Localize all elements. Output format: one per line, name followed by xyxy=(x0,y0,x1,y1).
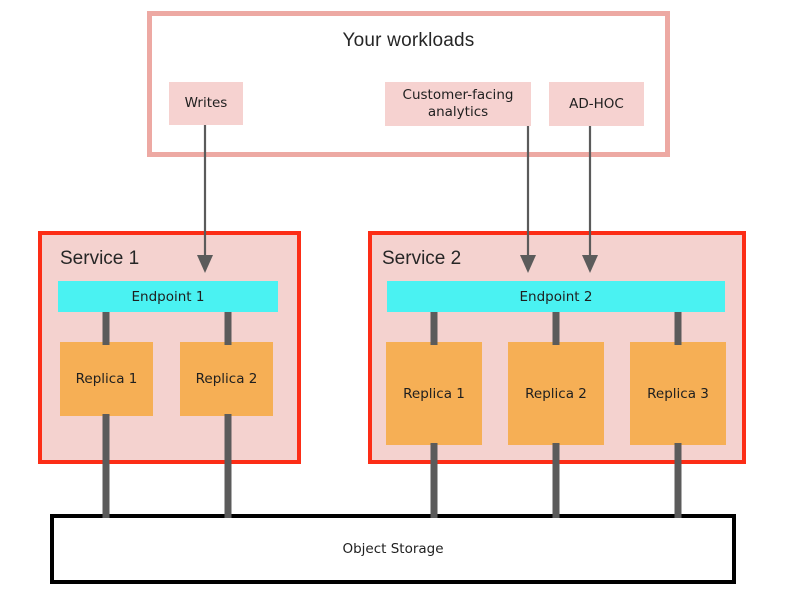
workload-chip-customer-facing-analytics[interactable]: Customer-facing analytics xyxy=(385,82,531,126)
service-1-endpoint[interactable]: Endpoint 1 xyxy=(58,281,278,312)
service-1-replica-2[interactable]: Replica 2 xyxy=(180,342,273,416)
service-2-endpoint[interactable]: Endpoint 2 xyxy=(387,281,725,312)
object-storage-container: Object Storage xyxy=(50,514,736,584)
workload-chip-writes[interactable]: Writes xyxy=(169,82,243,125)
service-2-replica-2[interactable]: Replica 2 xyxy=(508,342,604,445)
workload-chip-ad-hoc[interactable]: AD-HOC xyxy=(549,82,644,126)
workloads-title: Your workloads xyxy=(342,30,475,51)
service-2-replica-1[interactable]: Replica 1 xyxy=(386,342,482,445)
service-1-title: Service 1 xyxy=(60,248,140,269)
service-2-title: Service 2 xyxy=(382,248,462,269)
service-1-replica-1[interactable]: Replica 1 xyxy=(60,342,153,416)
service-2-replica-3[interactable]: Replica 3 xyxy=(630,342,726,445)
